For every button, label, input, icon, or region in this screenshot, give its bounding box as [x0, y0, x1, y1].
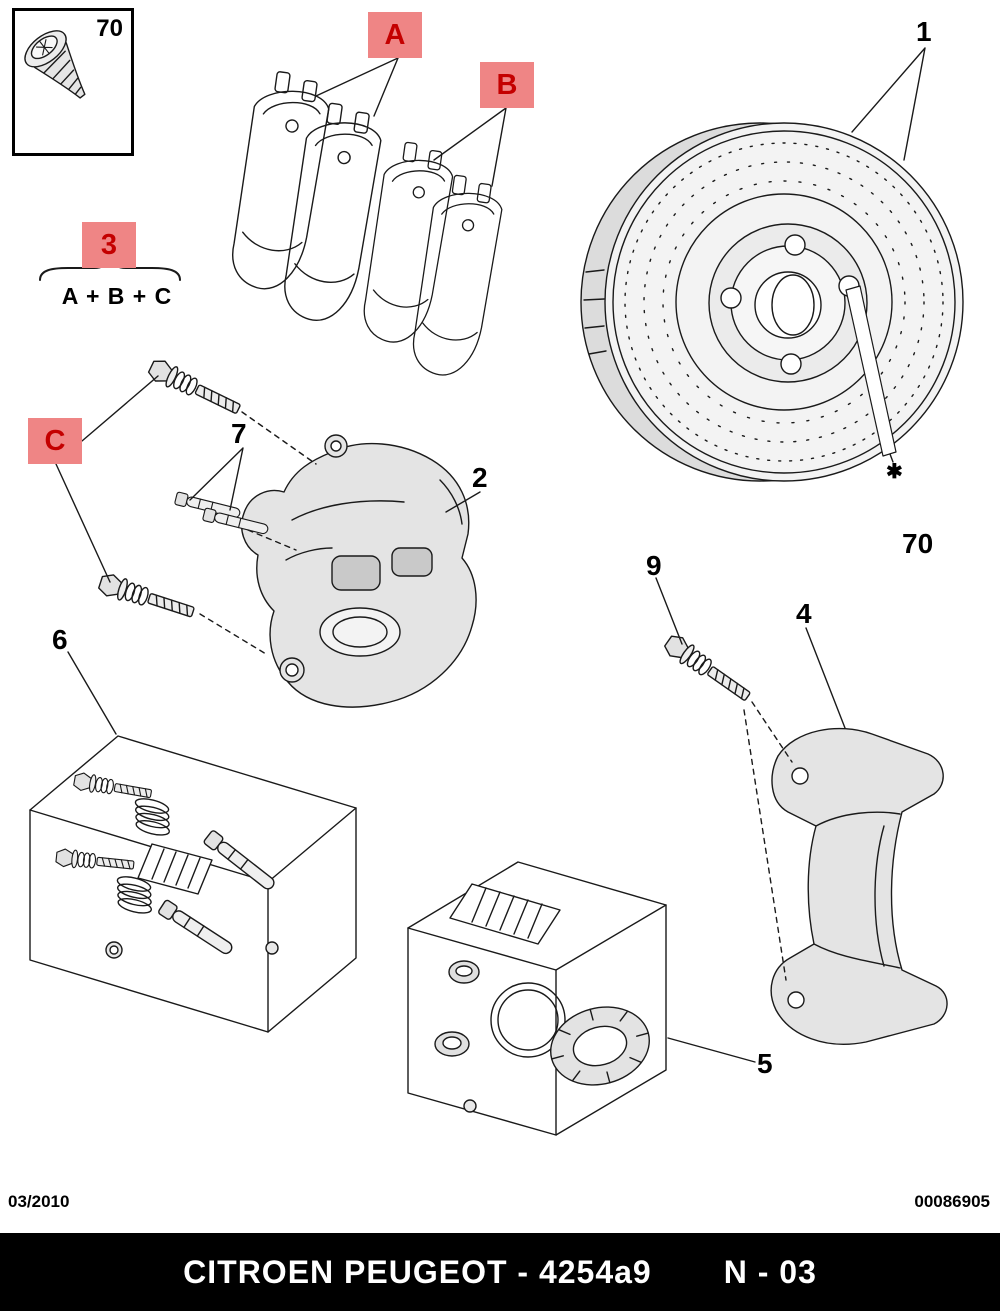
part-number-bracket: 4: [796, 598, 812, 629]
brake-pads-b-drawing: [359, 139, 507, 381]
footer-bar: CITROEN PEUGEOT - 4254a9 N - 03: [0, 1233, 1000, 1311]
disc-screw-drawing: [24, 30, 86, 99]
callout-b: B: [480, 62, 534, 108]
footer-page-ref: N - 03: [723, 1253, 817, 1290]
guide-pins-drawing: [173, 491, 297, 551]
screw-marker-star: ✱: [886, 461, 903, 483]
mounting-bolt-drawing: [661, 631, 793, 981]
document-number: 00086905: [914, 1192, 990, 1211]
callout-a: A: [368, 12, 422, 58]
bracket-drawing: [770, 727, 948, 1045]
brake-disc-drawing: [580, 122, 964, 482]
part-number-seal-kit: 5: [757, 1048, 773, 1079]
guide-bolts-drawing: [96, 356, 317, 655]
callout-c: C: [28, 418, 82, 464]
part-number-pins: 7: [231, 418, 247, 449]
pad-set-formula: A + B + C: [61, 283, 173, 309]
inset-screw-box: 70: [12, 8, 134, 156]
part-number-screw: 70: [902, 528, 934, 559]
part-number-bolt: 9: [646, 550, 662, 581]
part-number-guide-kit: 6: [52, 624, 68, 655]
footer-title: CITROEN PEUGEOT - 4254a9: [183, 1253, 652, 1290]
caliper-drawing: [240, 434, 477, 708]
leader-lines: [55, 47, 926, 1063]
diagram-artwork: [24, 30, 964, 1136]
part-number-disc: 1: [916, 16, 932, 47]
guide-kit-box-drawing: [29, 735, 357, 1033]
brake-pads-a-drawing: [227, 68, 386, 327]
seal-kit-box-drawing: [407, 861, 667, 1136]
inset-part-number: 70: [96, 15, 123, 42]
part-number-caliper: 2: [472, 462, 488, 493]
callout-set-3: 3: [82, 222, 136, 268]
revision-date: 03/2010: [8, 1192, 70, 1211]
